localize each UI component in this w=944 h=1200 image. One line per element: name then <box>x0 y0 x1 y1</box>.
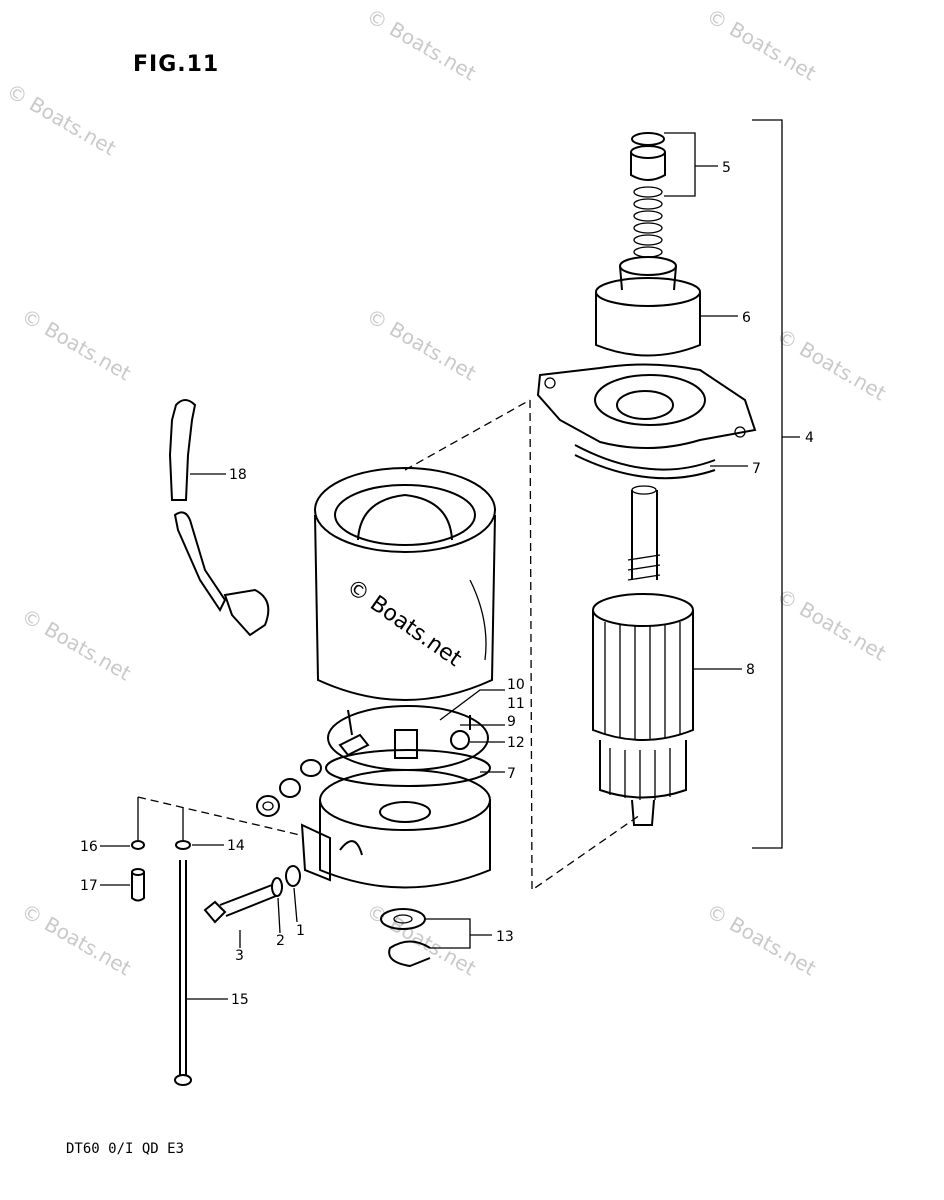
callout-labels: 5 6 4 7 18 8 10 11 9 12 7 16 14 17 3 2 1… <box>80 160 814 1008</box>
watermark: © Boats.net <box>3 79 121 161</box>
callout-6: 6 <box>742 310 751 326</box>
callout-12: 12 <box>507 735 525 751</box>
callout-4: 4 <box>805 430 814 446</box>
watermark: © Boats.net <box>703 899 821 981</box>
callout-7-upper: 7 <box>752 461 761 477</box>
part-small-screws <box>131 840 191 902</box>
part-washers <box>256 759 322 817</box>
callout-7-lower: 7 <box>507 766 516 782</box>
part-stop-ring <box>630 132 666 181</box>
watermark: © Boats.net <box>363 899 481 981</box>
watermark: © Boats.net <box>18 899 136 981</box>
callout-17: 17 <box>80 878 98 894</box>
callout-11: 11 <box>507 696 525 712</box>
watermark: © Boats.net <box>703 4 821 86</box>
part-pinion-gear <box>595 256 701 357</box>
callout-10: 10 <box>507 677 525 693</box>
watermarks: © Boats.net © Boats.net © Boats.net © Bo… <box>3 4 891 981</box>
callout-8: 8 <box>746 662 755 678</box>
part-front-bracket <box>536 363 757 480</box>
part-spring <box>633 186 663 258</box>
callout-14: 14 <box>227 838 245 854</box>
watermark: © Boats.net <box>363 304 481 386</box>
callout-1: 1 <box>296 923 305 939</box>
callout-3: 3 <box>235 948 244 964</box>
watermark: © Boats.net <box>18 304 136 386</box>
watermark: © Boats.net <box>773 584 891 666</box>
part-armature <box>592 485 694 826</box>
callout-5: 5 <box>722 160 731 176</box>
part-bolt <box>203 865 301 924</box>
watermark-center: © Boats.net <box>342 574 467 672</box>
part-brush-holder <box>325 705 491 787</box>
callout-16: 16 <box>80 839 98 855</box>
part-yoke-housing <box>314 467 496 701</box>
callout-15: 15 <box>231 992 249 1008</box>
figure-title: FIG.11 <box>133 52 220 77</box>
part-lead-wire <box>168 399 270 637</box>
callout-18: 18 <box>229 467 247 483</box>
model-code: DT60 0/I QD E3 <box>66 1141 185 1157</box>
leader-lines <box>100 119 800 1000</box>
callout-9: 9 <box>507 714 516 730</box>
callout-2: 2 <box>276 933 285 949</box>
watermark: © Boats.net <box>18 604 136 686</box>
part-through-bolt <box>174 860 192 1086</box>
watermark: © Boats.net <box>363 4 481 86</box>
part-rear-bracket <box>300 769 491 889</box>
callout-13: 13 <box>496 929 514 945</box>
watermark: © Boats.net <box>773 324 891 406</box>
